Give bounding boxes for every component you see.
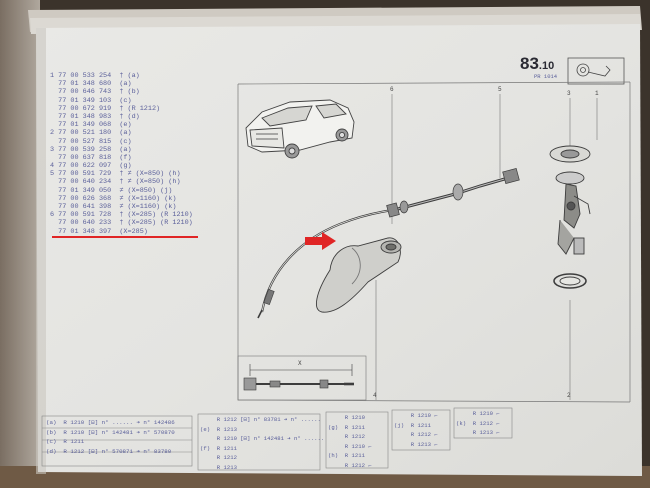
callout-3: 3 (567, 90, 571, 97)
table-row: R 1213 ⌐ (394, 440, 438, 448)
parts-list-row: 2 77 00 521 180 (a) (50, 129, 132, 138)
table-row: R 1210 (328, 414, 365, 421)
table-col-4: R 1210 ⌐ (j) R 1211 R 1212 ⌐ R 1213 ⌐ (394, 411, 438, 449)
table-row: R 1213 (200, 463, 237, 471)
table-row: (d) R 1212 [⊟] n° 570871 ➜ n° 83780 (46, 447, 172, 455)
table-row: R 1212 ⌐ (394, 431, 438, 439)
callout-4: 4 (373, 392, 377, 399)
table-col-1: (a) R 1210 [⊟] n° ...... ➜ n° 142486 (b) … (46, 417, 175, 455)
table-row: (a) R 1210 [⊟] n° ...... ➜ n° 142486 (46, 419, 175, 426)
parts-list-row: 77 00 641 398 ≠ (X=1160) (k) (50, 203, 177, 211)
parts-list-row: 77 01 349 103 (c) (50, 96, 132, 105)
page-number-sub: .10 (538, 60, 555, 72)
table-row: (k) R 1212 ⌐ (456, 419, 500, 427)
table-row: (b) R 1210 [⊟] n° 142481 ➜ n° 570870 (46, 428, 175, 436)
table-row: R 1212 (200, 454, 237, 462)
callout-6: 6 (390, 86, 394, 93)
dimension-box (237, 355, 367, 401)
parts-list-row: 77 00 672 919 † (R 1212) (50, 104, 161, 113)
page-number: 83.10 (520, 54, 554, 74)
parts-list-row: 77 00 637 818 (f) (50, 153, 132, 162)
parts-list-row: 77 00 527 815 (c) (50, 137, 132, 146)
page-number-main: 83 (520, 54, 539, 73)
parts-list-row: 6 77 00 591 728 † (X=285) (R 1210) (50, 211, 193, 220)
parts-list-row: 77 01 348 397 (X=285) (50, 227, 148, 236)
table-row: R 1212 ⌐ (328, 461, 372, 469)
parts-list: 1 77 00 533 254 † (a) 77 01 348 680 (a) … (50, 72, 193, 236)
parts-list-row: 77 00 640 234 † ≠ (X=850) (h) (50, 178, 181, 187)
parts-list-row: 1 77 00 533 254 † (a) (50, 72, 140, 80)
speedometer-cable (257, 167, 520, 319)
page-subtitle: PR 1014 (534, 73, 558, 80)
table-row: R 1210 ⌐ (394, 412, 438, 419)
dimension-drawing (243, 364, 354, 391)
table-row: R 1212 (328, 433, 365, 441)
parts-list-row: 77 01 349 050 ≠ (X=850) (j) (50, 186, 173, 195)
fuel-sender-icon (576, 63, 611, 77)
table-row: R 1212 [⊟] n° 83781 ➜ n° ...... (200, 416, 321, 423)
header-icon-box (567, 57, 625, 85)
parts-list-row: 4 77 00 622 097 (g) (50, 162, 132, 171)
table-row: (j) R 1211 (394, 421, 431, 429)
callout-5: 5 (498, 86, 502, 93)
table-row: R 1210 ⌐ (328, 442, 372, 450)
parts-list-row: 5 77 00 591 729 † ≠ (X=850) (h) (50, 170, 181, 179)
callout-2: 2 (567, 392, 571, 399)
binder-edge (0, 0, 40, 488)
table-row: R 1210 [⊟] n° 142481 ➜ n° ...... (200, 435, 325, 443)
callout-1: 1 (595, 90, 599, 97)
parts-list-row: 3 77 00 539 258 (a) (50, 145, 132, 154)
car-illustration (245, 99, 355, 159)
table-row: (c) R 1211 (46, 438, 85, 446)
table-col-3: R 1210 (g) R 1211 R 1212 R 1210 ⌐ (h) R 12… (328, 413, 372, 471)
table-row: (h) R 1211 (328, 452, 365, 460)
table-row: R 1213 ⌐ (456, 429, 500, 437)
parts-list-row: 77 01 349 068 (e) (50, 121, 132, 130)
parts-list-row: 77 01 348 983 † (d) (50, 112, 140, 121)
parts-list-row: 77 00 626 368 ≠ (X=1160) (k) (50, 194, 177, 203)
parts-list-row: 77 01 348 680 (a) (50, 80, 132, 89)
table-row: (g) R 1211 (328, 423, 365, 431)
bottom-table-grid (41, 407, 513, 471)
catalog-page (36, 24, 642, 476)
table-col-2: R 1212 [⊟] n° 83781 ➜ n° ...... (e) R 121… (200, 415, 324, 473)
red-arrow-indicator (305, 232, 336, 250)
table-row: (f) R 1211 (200, 444, 237, 452)
table-col-5: R 1210 ⌐ (k) R 1212 ⌐ R 1213 ⌐ (456, 409, 500, 438)
table-row: (e) R 1213 (200, 425, 237, 433)
fuel-gauge-sender (549, 145, 591, 289)
parts-list-row: 77 00 640 233 † (X=285) (R 1210) (50, 219, 193, 228)
dimension-label: X (298, 360, 302, 367)
rubber-grommet (315, 237, 402, 313)
table-row: R 1210 ⌐ (456, 410, 500, 417)
parts-list-row: 77 00 646 743 † (b) (50, 88, 140, 97)
